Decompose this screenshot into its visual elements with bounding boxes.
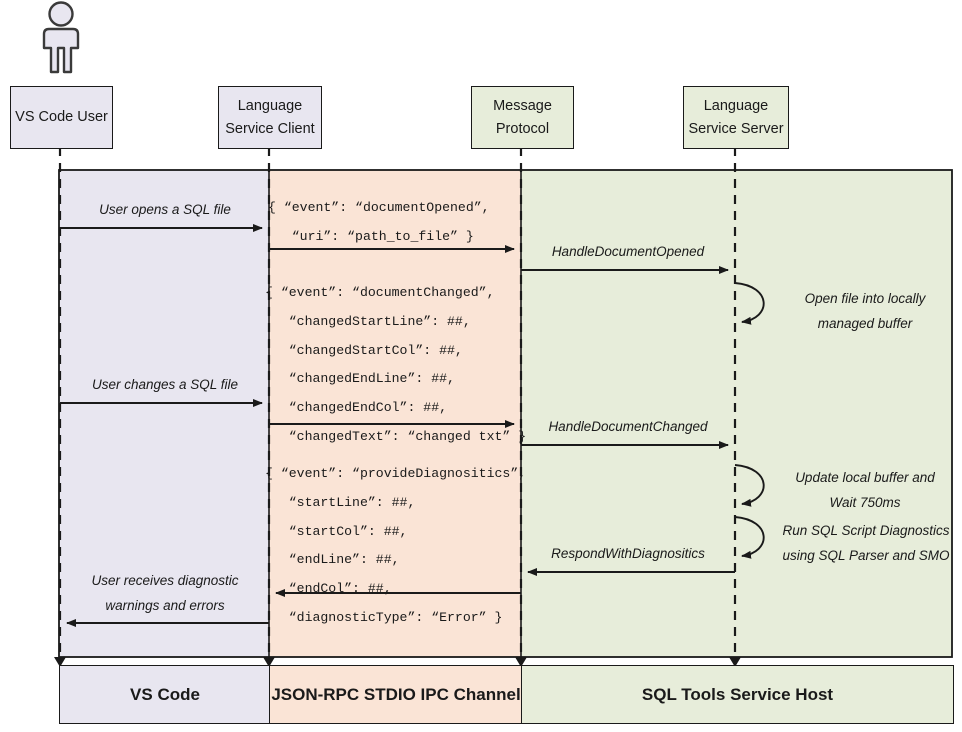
note-update-wait: Update local buffer and Wait 750ms (795, 470, 935, 510)
band-outline (58, 169, 953, 658)
msg-user-receives-label: User receives diagnostic warnings and er… (91, 573, 239, 613)
participant-protocol[interactable]: Message Protocol (471, 86, 574, 149)
band-vs-code-label: VS Code (130, 684, 200, 704)
msg-respond-diag-label: RespondWithDiagnositics (551, 546, 705, 561)
lifeline-terminators (54, 657, 741, 667)
participant-server-line-2: Service Server (688, 120, 784, 137)
payload-document-changed: { “event”: “documentChanged”, “changedSt… (265, 285, 526, 444)
band-jsonrpc[interactable]: JSON-RPC STDIO IPC Channel (269, 665, 523, 724)
participant-protocol-line-2: Protocol (495, 120, 550, 137)
participant-user-line-1: VS Code User (15, 109, 108, 126)
payload-provide-diagnostics: { “event”: “provideDiagnositics”, “start… (265, 466, 527, 625)
band-sqltools-rect (521, 170, 952, 657)
self-loop-update-wait (734, 464, 765, 507)
participant-user[interactable]: VS Code User (10, 86, 113, 149)
note-open-file: Open file into locally managed buffer (804, 291, 926, 331)
band-jsonrpc-rect (269, 170, 521, 657)
participant-server-line-1: Language (703, 98, 769, 115)
band-jsonrpc-label: JSON-RPC STDIO IPC Channel (271, 684, 521, 704)
msg-user-changes-label: User changes a SQL file (91, 377, 239, 392)
participant-protocol-line-1: Message (493, 98, 552, 115)
vs-code-user-actor-icon (42, 1, 80, 74)
msg-handle-changed-label: HandleDocumentChanged (548, 419, 708, 434)
participant-server[interactable]: Language Service Server (683, 86, 789, 149)
msg-handle-opened-label: HandleDocumentOpened (551, 244, 705, 259)
self-loop-open-file (734, 282, 765, 325)
band-vs-code[interactable]: VS Code (59, 665, 271, 724)
msg-user-opens-label: User opens a SQL file (99, 202, 231, 217)
note-run-diag: Run SQL Script Diagnostics using SQL Par… (782, 523, 950, 563)
band-sqltools[interactable]: SQL Tools Service Host (521, 665, 954, 724)
participant-client-line-1: Language (237, 98, 303, 115)
band-backgrounds (58, 169, 953, 658)
lifelines (58, 147, 737, 663)
payload-document-opened: { “event”: “documentOpened”, “uri”: “pat… (268, 200, 490, 244)
self-loops (734, 282, 765, 559)
band-sqltools-label: SQL Tools Service Host (641, 684, 834, 704)
band-vs-code-rect (59, 170, 269, 657)
participant-client-line-2: Service Client (225, 120, 315, 137)
self-loop-run-diag (734, 516, 765, 559)
message-arrows (60, 224, 735, 627)
participant-client[interactable]: Language Service Client (218, 86, 322, 149)
